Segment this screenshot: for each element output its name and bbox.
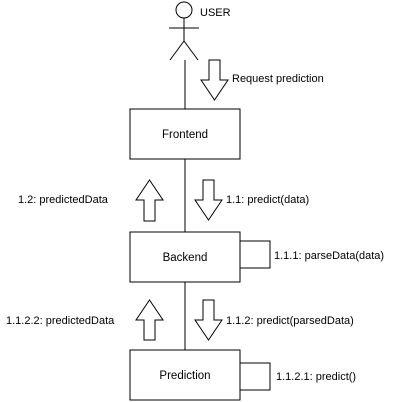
predict-data-down-arrow-icon xyxy=(194,179,223,221)
frontend-label: Frontend xyxy=(162,129,208,141)
parse-data-self-loop-icon xyxy=(240,240,271,269)
prediction-box xyxy=(129,349,241,401)
prediction-label: Prediction xyxy=(159,370,210,382)
predict-self-loop-icon xyxy=(240,362,271,391)
actor-label: USER xyxy=(200,7,231,19)
predicted-data-return-2-label: 1.1.2.2: predictedData xyxy=(6,315,115,327)
parse-data-label: 1.1.1: parseData(data) xyxy=(274,250,384,262)
frontend-box xyxy=(129,108,241,160)
predicted-data-up-arrow-icon xyxy=(135,179,164,222)
predict-parsed-down-arrow-icon xyxy=(194,299,223,341)
request-prediction-label: Request prediction xyxy=(232,73,324,85)
predict-self-label: 1.1.2.1: predict() xyxy=(276,371,356,383)
backend-box xyxy=(129,231,241,283)
predicted-data-return-label: 1.2: predictedData xyxy=(18,194,109,206)
predict-data-label: 1.1: predict(data) xyxy=(226,194,309,206)
predicted-data-up-arrow-2-icon xyxy=(135,299,164,341)
user-actor-icon xyxy=(169,1,199,61)
predict-parsed-label: 1.1.2: predict(parsedData) xyxy=(226,315,354,327)
request-arrow-icon xyxy=(200,59,229,101)
backend-label: Backend xyxy=(163,252,208,264)
